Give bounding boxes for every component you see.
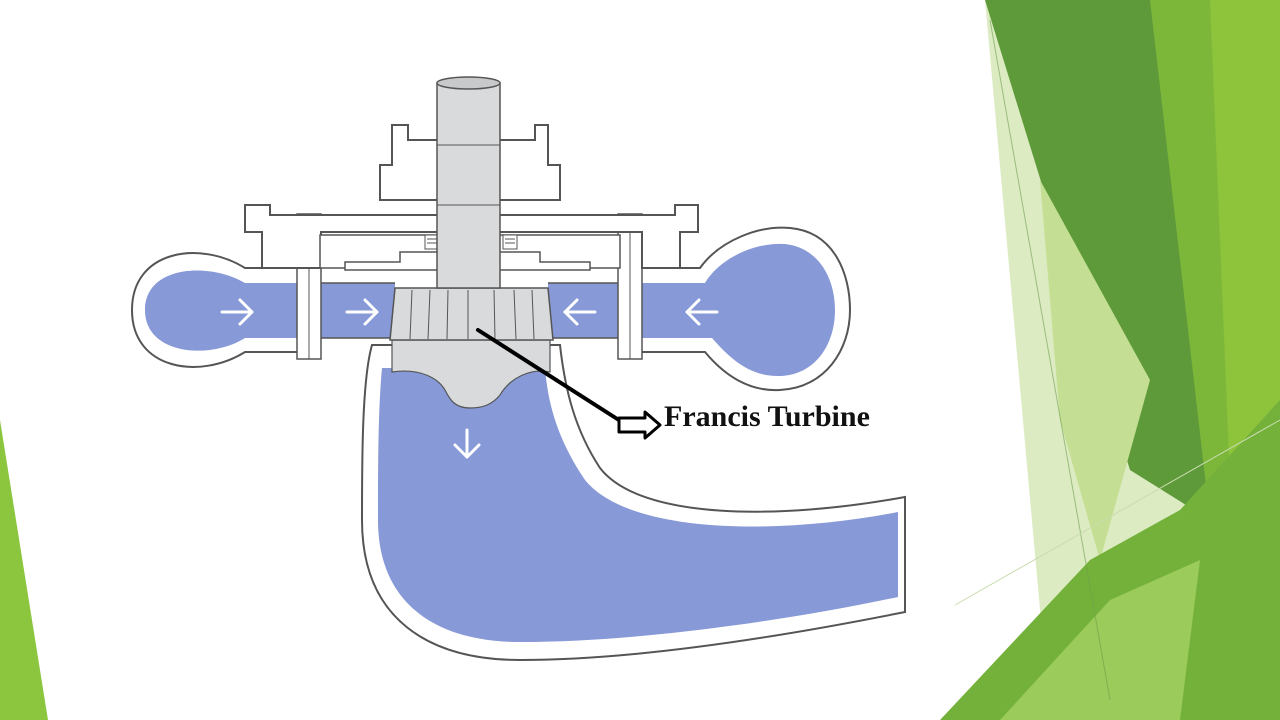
hollow-arrow-icon [617, 410, 662, 440]
right-facet-bottom-light [1000, 560, 1200, 720]
flow-arrow-left-2 [685, 298, 719, 326]
francis-runner [389, 287, 554, 341]
pointer-line [476, 328, 624, 424]
runner-cone [391, 339, 551, 409]
right-facet-dark [985, 0, 1210, 520]
flow-arrow-down [453, 428, 481, 459]
head-cover [244, 204, 699, 269]
francis-turbine-label: Francis Turbine [664, 400, 870, 433]
turbine-shaft [436, 82, 501, 289]
flow-arrow-right-2 [345, 298, 379, 326]
right-facet-light [1040, 180, 1150, 560]
right-facet-bottom [940, 400, 1280, 720]
draft-tube-water [378, 368, 898, 642]
flow-arrow-right-1 [220, 298, 254, 326]
right-water-bulb [640, 243, 835, 377]
flow-arrow-left-1 [563, 298, 597, 326]
left-green-sliver [0, 420, 48, 720]
